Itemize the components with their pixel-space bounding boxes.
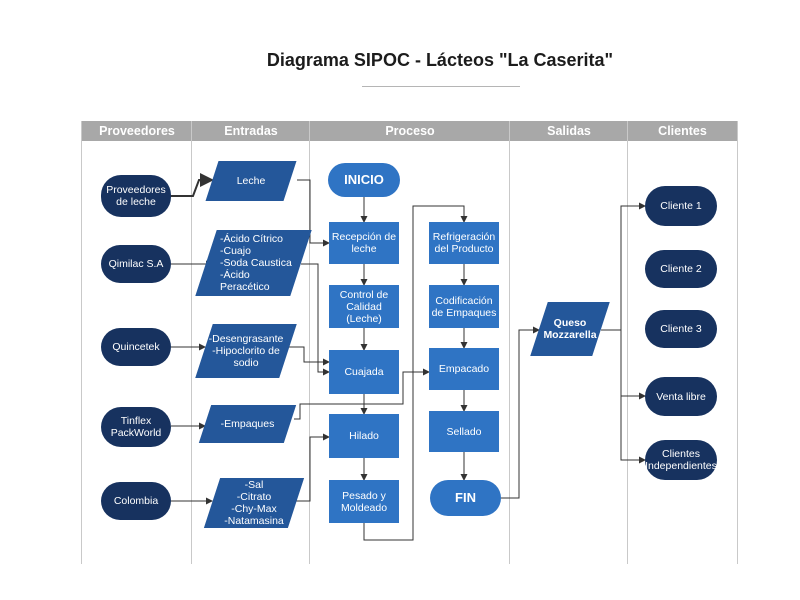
input-leche: Leche: [212, 161, 290, 201]
customer-cliente-3: Cliente 3: [645, 310, 717, 348]
supplier-colombia: Colombia: [101, 482, 171, 520]
column-clientes: Clientes: [627, 121, 738, 564]
supplier-tinflex: Tinflex PackWorld: [101, 407, 171, 447]
process-sellado: Sellado: [429, 411, 499, 452]
column-proceso: Proceso: [309, 121, 510, 564]
column-entradas: Entradas: [191, 121, 310, 564]
connector-aditivos-hilado: [296, 433, 330, 502]
input-aditivos-line: -Natamasina: [224, 515, 284, 527]
supplier-quincetek: Quincetek: [101, 328, 171, 366]
customer-cliente-1: Cliente 1: [645, 186, 717, 226]
process-recepcion: Recepción de leche: [329, 222, 399, 264]
column-header-proceso: Proceso: [310, 121, 510, 141]
connector-limpieza-cuajada: [288, 346, 330, 366]
column-header-salidas: Salidas: [510, 121, 628, 141]
input-aditivos-line: -Chy-Max: [231, 503, 277, 515]
connector-empaques-empacado: [294, 368, 430, 420]
connector-quimicos-cuajada: [301, 263, 330, 376]
input-empaques: -Empaques: [205, 405, 290, 443]
process-empacado: Empacado: [429, 348, 499, 390]
input-quimicos-line: -Ácido Peracético: [220, 269, 270, 293]
input-aditivos: -Sal -Citrato -Chy-Max -Natamasina: [212, 478, 296, 528]
process-codificacion: Codificación de Empaques: [429, 285, 499, 328]
connector-queso-cliente1: [601, 202, 646, 331]
connector-leche-supplier: [171, 173, 214, 197]
input-quimicos-line: -Cuajo: [220, 245, 251, 257]
process-fin: FIN: [430, 480, 501, 516]
input-quimicos-line: -Ácido Cítrico: [220, 233, 284, 245]
process-pesado: Pesado y Moldeado: [329, 480, 399, 523]
column-header-proveedores: Proveedores: [82, 121, 192, 141]
input-limpieza-line: -Desengrasante: [208, 333, 284, 345]
connector-fin-queso: [501, 326, 540, 499]
connector-queso-venta: [601, 329, 646, 400]
supplier-proveedores-leche: Proveedores de leche: [101, 175, 171, 217]
connector-queso-independientes: [601, 329, 646, 464]
title-underline: [362, 86, 520, 87]
connector-pesado-refrigeracion: [363, 205, 468, 541]
output-queso-mozzarella: Queso Mozzarella: [539, 302, 601, 356]
input-aditivos-line: -Citrato: [236, 491, 272, 503]
column-header-entradas: Entradas: [192, 121, 310, 141]
process-inicio: INICIO: [328, 163, 400, 197]
process-control-calidad: Control de Calidad (Leche): [329, 285, 399, 328]
customer-cliente-2: Cliente 2: [645, 250, 717, 288]
process-hilado: Hilado: [329, 414, 399, 458]
input-quimicos: -Ácido Cítrico -Cuajo -Soda Caustica -Ác…: [206, 230, 301, 296]
diagram-title: Diagrama SIPOC - Lácteos "La Caserita": [266, 50, 614, 70]
input-quimicos-line: -Soda Caustica: [220, 257, 292, 269]
connector-leche-recepcion: [297, 179, 330, 247]
process-cuajada: Cuajada: [329, 350, 399, 394]
supplier-qimilac: Qimilac S.A: [101, 245, 171, 283]
column-header-clientes: Clientes: [628, 121, 737, 141]
customer-venta-libre: Venta libre: [645, 377, 717, 416]
column-proveedores: Proveedores: [81, 121, 192, 564]
process-refrigeracion: Refrigeración del Producto: [429, 222, 499, 264]
input-limpieza-line: -Hipoclorito de sodio: [212, 345, 280, 369]
input-limpieza: -Desengrasante -Hipoclorito de sodio: [204, 324, 288, 378]
column-salidas: Salidas: [509, 121, 628, 564]
customer-clientes-independientes: Clientes Independientes: [645, 440, 717, 480]
input-aditivos-line: -Sal: [244, 479, 264, 491]
